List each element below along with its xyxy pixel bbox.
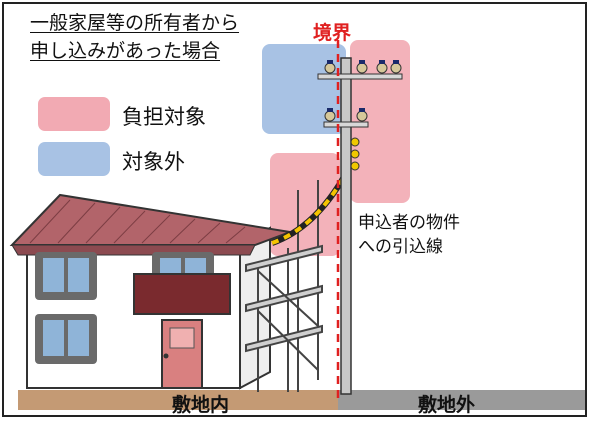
utility-pole: [340, 57, 352, 395]
ground-inside-label: 敷地内: [172, 394, 230, 416]
ground-inside: [18, 390, 338, 410]
window-lower-left: [35, 314, 97, 364]
boundary-label: 境界: [313, 22, 352, 44]
ground-outside-label: 敷地外: [418, 394, 476, 416]
burden-zone-pole: [350, 40, 410, 203]
door-knob: [163, 353, 169, 359]
house-roof: [9, 193, 294, 246]
ground-outside: [338, 390, 585, 410]
legend-excluded-swatch: [38, 142, 110, 176]
title-line-1: 一般家屋等の所有者から: [30, 12, 240, 34]
legend-burden-label: 負担対象: [122, 105, 206, 129]
roof-lines: [29, 199, 246, 244]
title-line-2: 申し込みがあった場合: [30, 40, 221, 62]
window-upper-left: [35, 252, 97, 300]
insulators: [324, 62, 402, 171]
burden-zone-service-line: [270, 153, 340, 256]
excluded-zone: [262, 44, 346, 134]
balcony: [133, 273, 231, 315]
legend-excluded-label: 対象外: [122, 150, 185, 174]
service-line-note-1: 申込者の物件: [358, 213, 460, 233]
legend-burden-swatch: [38, 97, 110, 131]
crossarm-lower: [323, 121, 369, 128]
diagram-frame: [2, 2, 587, 417]
insulator-caps: [327, 60, 399, 112]
service-line-note-2: への引込線: [358, 237, 443, 257]
door-window: [169, 327, 195, 349]
scaffold: [245, 180, 323, 392]
crossarm-upper: [317, 73, 403, 80]
